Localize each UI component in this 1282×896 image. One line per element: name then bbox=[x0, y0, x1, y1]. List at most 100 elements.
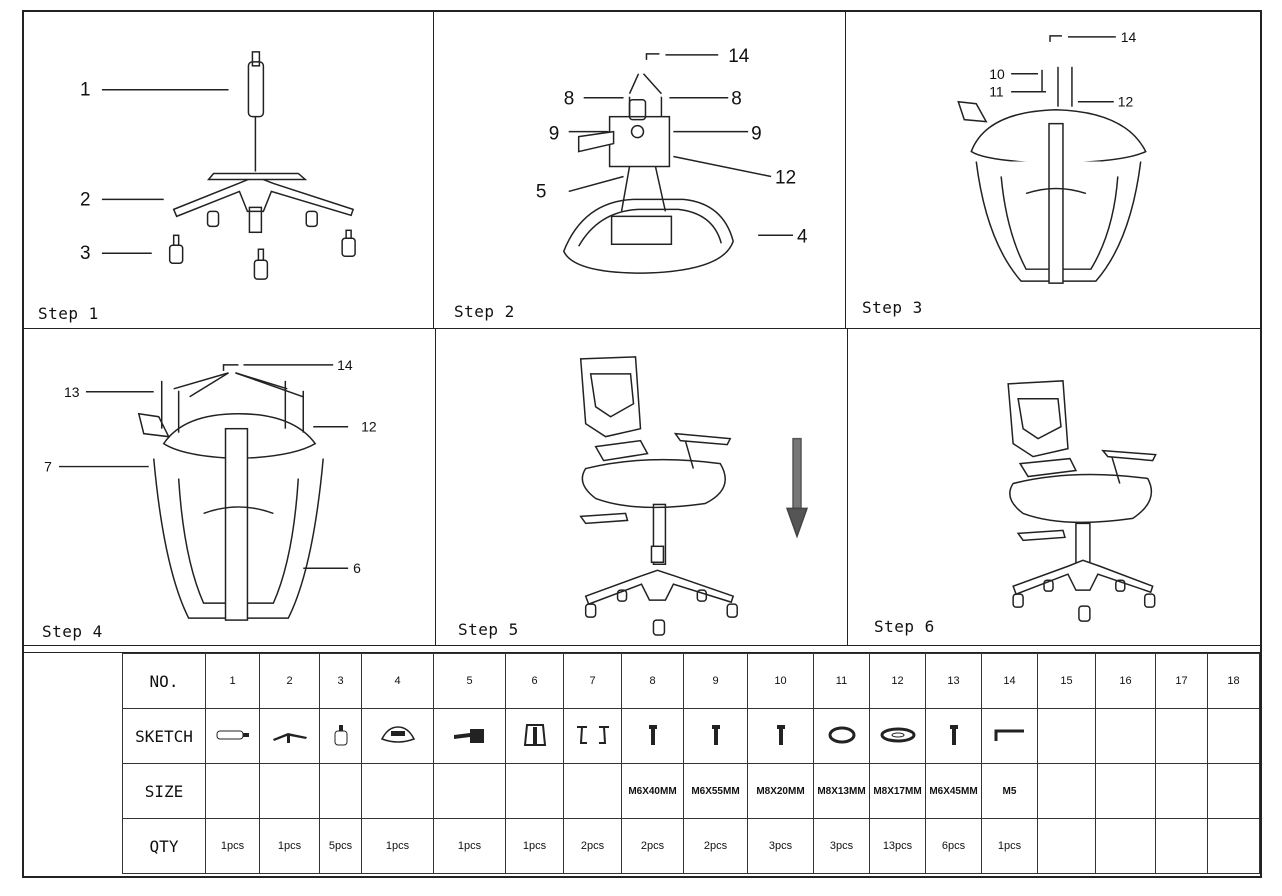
qty-cell: 1pcs bbox=[981, 818, 1038, 874]
number-cell: 6 bbox=[505, 653, 564, 709]
size-cell bbox=[433, 763, 506, 819]
qty-cell: 1pcs bbox=[259, 818, 320, 874]
qty-cell: 3pcs bbox=[747, 818, 814, 874]
number-cell: 15 bbox=[1037, 653, 1096, 709]
callout-14: 14 bbox=[1121, 29, 1137, 45]
caster-icon bbox=[319, 708, 362, 764]
empty-sketch-cell bbox=[1155, 708, 1208, 764]
qty-cell: 2pcs bbox=[563, 818, 622, 874]
callout-12: 12 bbox=[361, 419, 377, 435]
size-cell bbox=[1207, 763, 1260, 819]
qty-cell bbox=[1095, 818, 1156, 874]
armrest-bracket-icon bbox=[563, 708, 622, 764]
row-header-qty: QTY bbox=[122, 818, 206, 874]
bolt-icon bbox=[747, 708, 814, 764]
size-cell bbox=[563, 763, 622, 819]
callout-3: 3 bbox=[80, 243, 91, 264]
mechanism-icon bbox=[433, 708, 506, 764]
qty-cell: 1pcs bbox=[361, 818, 434, 874]
step-3-label: Step 3 bbox=[862, 298, 923, 317]
number-cell: 18 bbox=[1207, 653, 1260, 709]
row-header-sketch: SKETCH bbox=[122, 708, 206, 764]
size-cell bbox=[205, 763, 260, 819]
number-cell: 7 bbox=[563, 653, 622, 709]
callout-2: 2 bbox=[80, 189, 91, 210]
qty-cell: 13pcs bbox=[869, 818, 926, 874]
step-grid: 1 2 3 Step 1 bbox=[24, 12, 1260, 646]
qty-cell: 1pcs bbox=[433, 818, 506, 874]
size-cell bbox=[1155, 763, 1208, 819]
callout-14: 14 bbox=[728, 46, 749, 67]
size-cell: M8X17MM bbox=[869, 763, 926, 819]
step-3-panel: 14 10 11 12 Step 3 bbox=[846, 12, 1260, 329]
base-icon bbox=[259, 708, 320, 764]
qty-cell: 1pcs bbox=[505, 818, 564, 874]
size-cell: M6X55MM bbox=[683, 763, 748, 819]
step-5-panel: Step 5 bbox=[436, 329, 848, 646]
callout-12: 12 bbox=[1118, 94, 1134, 110]
bolt-icon bbox=[621, 708, 684, 764]
number-cell: 1 bbox=[205, 653, 260, 709]
step-2-panel: 14 8 8 9 9 5 12 4 Step 2 bbox=[434, 12, 846, 329]
callout-1: 1 bbox=[80, 80, 91, 101]
qty-cell: 6pcs bbox=[925, 818, 982, 874]
callout-12: 12 bbox=[775, 167, 796, 188]
qty-cell bbox=[1155, 818, 1208, 874]
number-cell: 10 bbox=[747, 653, 814, 709]
spring-washer-icon bbox=[813, 708, 870, 764]
number-cell: 2 bbox=[259, 653, 320, 709]
number-cell: 13 bbox=[925, 653, 982, 709]
step-5-illustration bbox=[579, 356, 809, 636]
callout-4: 4 bbox=[797, 226, 808, 247]
number-cell: 5 bbox=[433, 653, 506, 709]
size-cell bbox=[361, 763, 434, 819]
qty-cell bbox=[1207, 818, 1260, 874]
callout-8-left: 8 bbox=[564, 89, 575, 110]
empty-sketch-cell bbox=[1207, 708, 1260, 764]
callout-10: 10 bbox=[989, 66, 1005, 82]
size-cell: M8X20MM bbox=[747, 763, 814, 819]
callout-7: 7 bbox=[44, 459, 52, 475]
size-cell: M6X40MM bbox=[621, 763, 684, 819]
qty-cell: 3pcs bbox=[813, 818, 870, 874]
step-1-illustration: 1 2 3 bbox=[80, 51, 356, 280]
step-1-label: Step 1 bbox=[38, 304, 99, 323]
callout-9-right: 9 bbox=[751, 124, 762, 145]
size-cell bbox=[319, 763, 362, 819]
size-cell: M5 bbox=[981, 763, 1038, 819]
allen-key-icon bbox=[981, 708, 1038, 764]
number-cell: 11 bbox=[813, 653, 870, 709]
size-cell: M6X45MM bbox=[925, 763, 982, 819]
size-cell: M8X13MM bbox=[813, 763, 870, 819]
number-cell: 12 bbox=[869, 653, 926, 709]
callout-6: 6 bbox=[353, 560, 361, 576]
assembly-instructions-sheet: 1 2 3 Step 1 bbox=[22, 10, 1262, 878]
size-cell bbox=[1037, 763, 1096, 819]
number-cell: 3 bbox=[319, 653, 362, 709]
qty-cell: 2pcs bbox=[683, 818, 748, 874]
qty-cell: 1pcs bbox=[205, 818, 260, 874]
qty-cell: 5pcs bbox=[319, 818, 362, 874]
number-cell: 16 bbox=[1095, 653, 1156, 709]
step-2-label: Step 2 bbox=[454, 302, 515, 321]
callout-8-right: 8 bbox=[731, 89, 742, 110]
qty-cell: 2pcs bbox=[621, 818, 684, 874]
parts-row-sketch: SKETCH bbox=[122, 708, 1260, 764]
empty-sketch-cell bbox=[1095, 708, 1156, 764]
empty-sketch-cell bbox=[1037, 708, 1096, 764]
step-4-illustration: 14 13 12 7 6 bbox=[44, 357, 377, 621]
step-2-illustration: 14 8 8 9 9 5 12 4 bbox=[536, 46, 808, 274]
number-cell: 8 bbox=[621, 653, 684, 709]
bolt-icon bbox=[683, 708, 748, 764]
callout-11: 11 bbox=[989, 84, 1004, 100]
callout-9-left: 9 bbox=[549, 124, 560, 145]
row-header-number: NO. bbox=[122, 653, 206, 709]
backrest-icon bbox=[505, 708, 564, 764]
seat-icon bbox=[361, 708, 434, 764]
step-6-panel: Step 6 bbox=[848, 329, 1260, 646]
